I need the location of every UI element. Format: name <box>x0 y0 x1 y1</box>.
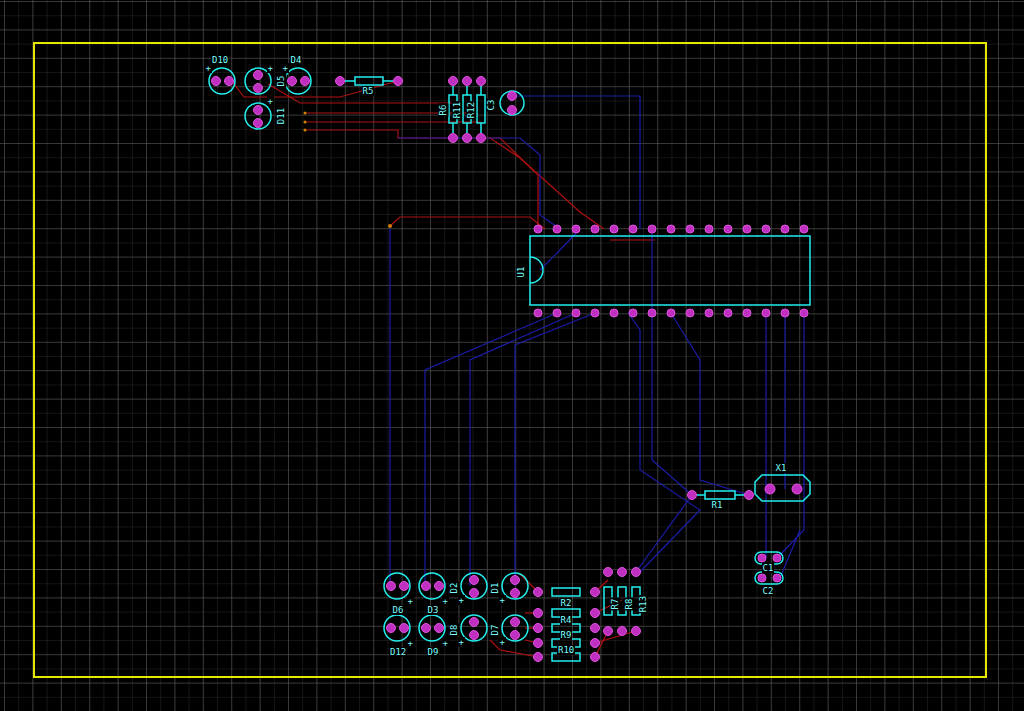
part-designator: D5 <box>276 75 286 88</box>
part-designator: R1 <box>711 500 724 510</box>
polarity-mark: + <box>267 96 274 106</box>
polarity-mark: + <box>407 638 414 648</box>
part-designator: U1 <box>516 266 526 279</box>
ic-pin-pad <box>800 225 808 233</box>
part-designator: R5 <box>362 86 375 96</box>
part-designator: R4 <box>560 615 573 625</box>
part-designator: R9 <box>560 630 573 640</box>
ic-pin-pad <box>781 309 789 317</box>
ic-pin-pad <box>781 225 789 233</box>
ic-pin-pad <box>743 309 751 317</box>
part-designator: D4 <box>290 55 303 65</box>
part-designator: D7 <box>490 624 500 637</box>
ic-pin-pad <box>610 225 618 233</box>
ic-pin-pad <box>648 309 656 317</box>
ic-pin-pad <box>705 309 713 317</box>
ic-pin-pad <box>553 309 561 317</box>
ic-pin-pad <box>629 309 637 317</box>
part-designator: D12 <box>389 647 407 657</box>
polarity-mark: + <box>458 595 465 605</box>
ic-pin-pad <box>686 225 694 233</box>
part-designator: R11 <box>452 101 462 119</box>
part-designator: D3 <box>427 605 440 615</box>
part-designator: R13 <box>638 595 648 613</box>
ic-pin-pad <box>534 225 542 233</box>
ic-pin-pad <box>762 225 770 233</box>
ic-pin-pad <box>724 309 732 317</box>
ic-pin-pad <box>800 309 808 317</box>
ic-pin-pad <box>667 225 675 233</box>
part-designator: C3 <box>486 99 496 112</box>
ic-pin-pad <box>686 309 694 317</box>
polarity-mark: + <box>205 63 212 73</box>
polarity-mark: + <box>267 63 274 73</box>
part-designator: C2 <box>762 586 775 596</box>
polarity-mark: + <box>499 595 506 605</box>
part-designator: D2 <box>449 582 459 595</box>
part-designator: D9 <box>427 647 440 657</box>
part-designator: C1 <box>762 563 775 573</box>
polarity-mark: + <box>407 596 414 606</box>
part-designator: D10 <box>211 55 229 65</box>
ic-pin-pad <box>572 309 580 317</box>
polarity-mark: + <box>442 596 449 606</box>
part-designator: R6 <box>438 104 448 117</box>
ic-pin-pad <box>629 225 637 233</box>
polarity-mark: + <box>499 637 506 647</box>
ic-pin-pad <box>648 225 656 233</box>
ic-pin-pad <box>553 225 561 233</box>
part-designator: D6 <box>392 605 405 615</box>
part-designator: R7 <box>610 598 620 611</box>
ic-pin-pad <box>762 309 770 317</box>
ic-pin-pad <box>572 225 580 233</box>
part-designator: R2 <box>560 598 573 608</box>
part-designator: R8 <box>624 598 634 611</box>
ic-pin-pad <box>591 225 599 233</box>
part-designator: X1 <box>775 463 788 473</box>
part-designator: D1 <box>490 582 500 595</box>
ic-pin-pad <box>591 309 599 317</box>
ic-pin-pad <box>534 309 542 317</box>
polarity-mark: + <box>458 637 465 647</box>
polarity-mark: + <box>282 63 289 73</box>
ic-pin-pad <box>667 309 675 317</box>
part-designator: D8 <box>449 624 459 637</box>
polarity-mark: + <box>442 638 449 648</box>
ic-pin-pad <box>743 225 751 233</box>
ic-pin-pad <box>705 225 713 233</box>
ic-pin-pad <box>724 225 732 233</box>
part-designator: D11 <box>276 107 286 125</box>
part-designator: R12 <box>466 101 476 119</box>
part-designator: R10 <box>557 645 575 655</box>
ic-pin-pad <box>610 309 618 317</box>
